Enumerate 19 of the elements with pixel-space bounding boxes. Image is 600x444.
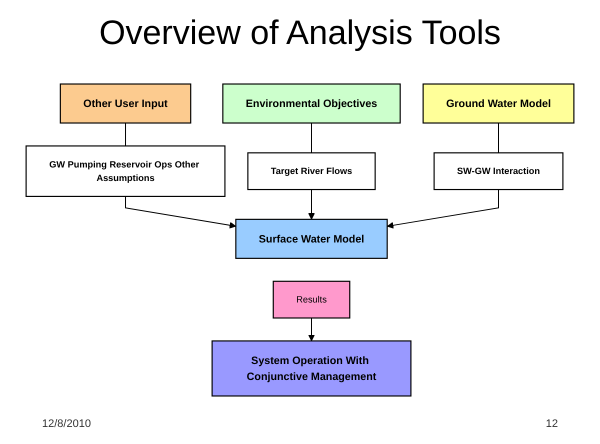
node-box: SW-GW Interaction — [434, 152, 564, 190]
date-footer: 12/8/2010 — [42, 418, 91, 430]
node-box: Ground Water Model — [422, 83, 574, 124]
page-number: 12 — [546, 418, 558, 430]
node-box: Target River Flows — [247, 152, 376, 190]
arrow — [386, 189, 499, 229]
connector — [498, 122, 499, 154]
node-box: Results — [272, 280, 350, 319]
node-box: System Operation With Conjunctive Management — [212, 340, 412, 397]
slide-title: Overview of Analysis Tools — [99, 14, 501, 53]
node-box: Other User Input — [60, 83, 192, 124]
arrow — [308, 189, 315, 220]
node-box: GW Pumping Reservoir Ops Other Assumptions — [26, 145, 226, 197]
arrow — [125, 196, 236, 229]
node-box: Surface Water Model — [235, 218, 388, 259]
node-box: Environmental Objectives — [222, 83, 401, 124]
arrow — [308, 318, 315, 342]
connector — [311, 122, 312, 154]
connector — [125, 122, 126, 146]
